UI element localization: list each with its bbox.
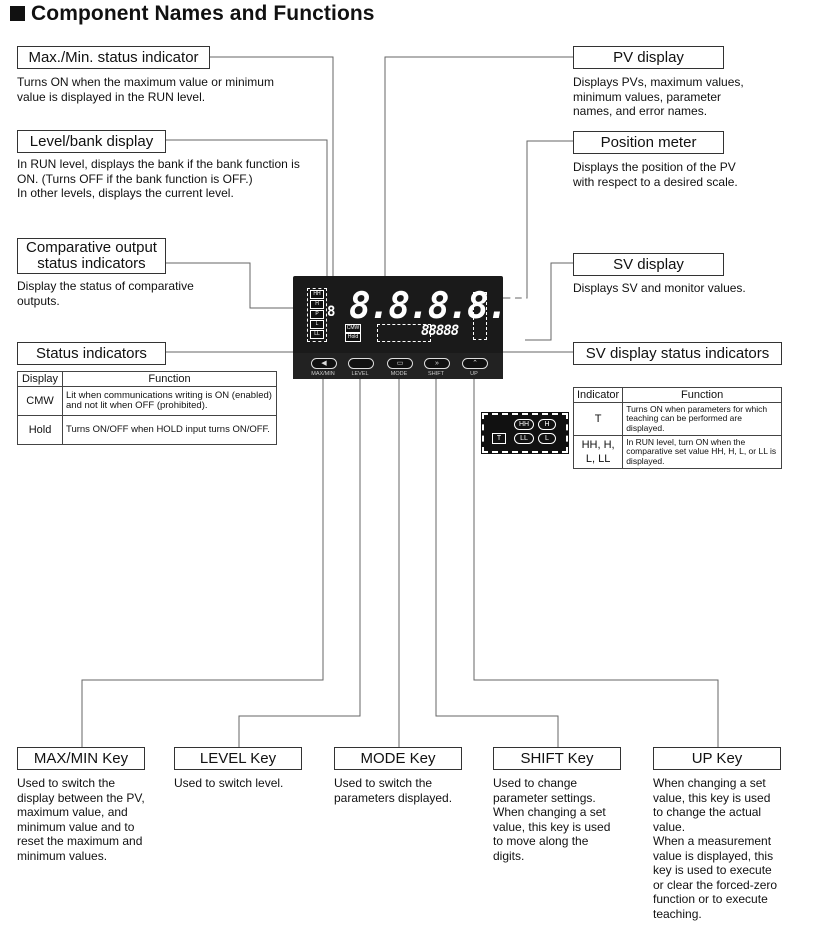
level-bank-label: Level/bank display: [17, 130, 166, 153]
maxmin-key-desc: Used to switch the display between the P…: [17, 776, 145, 863]
table-row: HH, H, L, LL In RUN level, turn ON when …: [572, 435, 782, 469]
indicator-h-label: H: [310, 300, 324, 309]
indicator-h: H: [538, 419, 556, 430]
hold-indicator: Hold: [345, 333, 361, 342]
indicator-l: L: [538, 433, 556, 444]
comparative-output-label-line1: Comparative output: [26, 239, 157, 256]
sv-digits: 88888: [421, 323, 459, 339]
position-meter-bar: [473, 292, 487, 340]
shift-key-label: SHIFT: [428, 371, 444, 377]
pv-display-label: PV display: [573, 46, 724, 69]
mode-key-desc: Used to switch the parameters displayed.: [334, 776, 453, 805]
position-meter-label: Position meter: [573, 131, 724, 154]
sv-display-desc: Displays SV and monitor values.: [573, 281, 746, 295]
up-key-button[interactable]: ⌃: [462, 358, 488, 369]
level-key-desc: Used to switch level.: [174, 776, 284, 790]
pv-display-desc: Displays PVs, maximum values, minimum va…: [573, 75, 744, 118]
page-title: Component Names and Functions: [10, 2, 375, 26]
table-row: T Turns ON when parameters for which tea…: [572, 402, 782, 436]
up-key-title: UP Key: [653, 747, 781, 770]
comparative-output-label: Comparative output status indicators: [17, 238, 166, 274]
status-table-header-display: Display: [17, 371, 63, 387]
indicator-ll-label: LL: [310, 330, 324, 339]
sv-status-indicator-group: [377, 324, 431, 342]
comparative-output-label-line2: status indicators: [37, 255, 146, 272]
sv-cell-indicator: T: [572, 402, 624, 436]
square-bullet-icon: [10, 6, 25, 21]
level-key-title: LEVEL Key: [174, 747, 302, 770]
pv-digits: 8.8.8.8.8.: [349, 286, 548, 327]
status-cell-function: Turns ON/OFF when HOLD input turns ON/OF…: [62, 415, 277, 445]
maxmin-indicator-desc: Turns ON when the maximum value or minim…: [17, 75, 274, 104]
sv-cell-indicator: HH, H, L, LL: [572, 435, 624, 469]
table-row: Hold Turns ON/OFF when HOLD input turns …: [17, 415, 277, 445]
indicator-p-label: P: [310, 310, 324, 319]
sv-table-header-indicator: Indicator: [572, 387, 624, 403]
sv-table-header-function: Function: [622, 387, 782, 403]
shift-key-title: SHIFT Key: [493, 747, 621, 770]
comparative-output-desc: Display the status of comparative output…: [17, 279, 194, 308]
position-meter-desc: Displays the position of the PV with res…: [573, 160, 738, 189]
table-row: CMW Lit when communications writing is O…: [17, 386, 277, 416]
sv-status-label: SV display status indicators: [573, 342, 782, 365]
sv-indicator-inset: HH H T LL L: [481, 412, 569, 454]
page-title-text: Component Names and Functions: [31, 2, 375, 25]
indicator-ll: LL: [514, 433, 534, 444]
status-cell-display: CMW: [17, 386, 63, 416]
status-cell-display: Hold: [17, 415, 63, 445]
mode-key-button[interactable]: ▭: [387, 358, 413, 369]
up-key-desc: When changing a set value, this key is u…: [653, 776, 778, 921]
shift-key-desc: Used to change parameter settings. When …: [493, 776, 611, 863]
maxmin-key-label: MAX/MIN: [311, 371, 335, 377]
status-table: Display Function CMW Lit when communicat…: [17, 371, 277, 445]
status-indicators-label: Status indicators: [17, 342, 166, 365]
indicator-hh-label: HH: [310, 290, 324, 299]
mode-key-label: MODE: [390, 371, 408, 377]
sv-status-table: Indicator Function T Turns ON when param…: [572, 387, 782, 469]
maxmin-key-title: MAX/MIN Key: [17, 747, 145, 770]
maxmin-indicator-label: Max./Min. status indicator: [17, 46, 210, 69]
level-key-button[interactable]: [348, 358, 374, 369]
comparative-indicator-group: [307, 288, 327, 342]
status-cell-function: Lit when communications writing is ON (e…: [62, 386, 277, 416]
sv-cell-function: In RUN level, turn ON when the comparati…: [622, 435, 782, 469]
level-key-label: LEVEL: [351, 371, 369, 377]
mode-key-title: MODE Key: [334, 747, 462, 770]
sv-cell-function: Turns ON when parameters for which teach…: [622, 402, 782, 436]
bank-display-digit: 8: [327, 304, 336, 320]
indicator-l-label: L: [310, 320, 324, 329]
maxmin-key-button[interactable]: ◀: [311, 358, 337, 369]
indicator-hh: HH: [514, 419, 534, 430]
sv-display-label: SV display: [573, 253, 724, 276]
level-bank-desc: In RUN level, displays the bank if the b…: [17, 157, 300, 200]
status-table-header-function: Function: [62, 371, 277, 387]
cmw-indicator: CMW: [345, 324, 361, 333]
up-key-label: UP: [470, 371, 478, 377]
indicator-t: T: [492, 433, 506, 444]
shift-key-button[interactable]: »: [424, 358, 450, 369]
